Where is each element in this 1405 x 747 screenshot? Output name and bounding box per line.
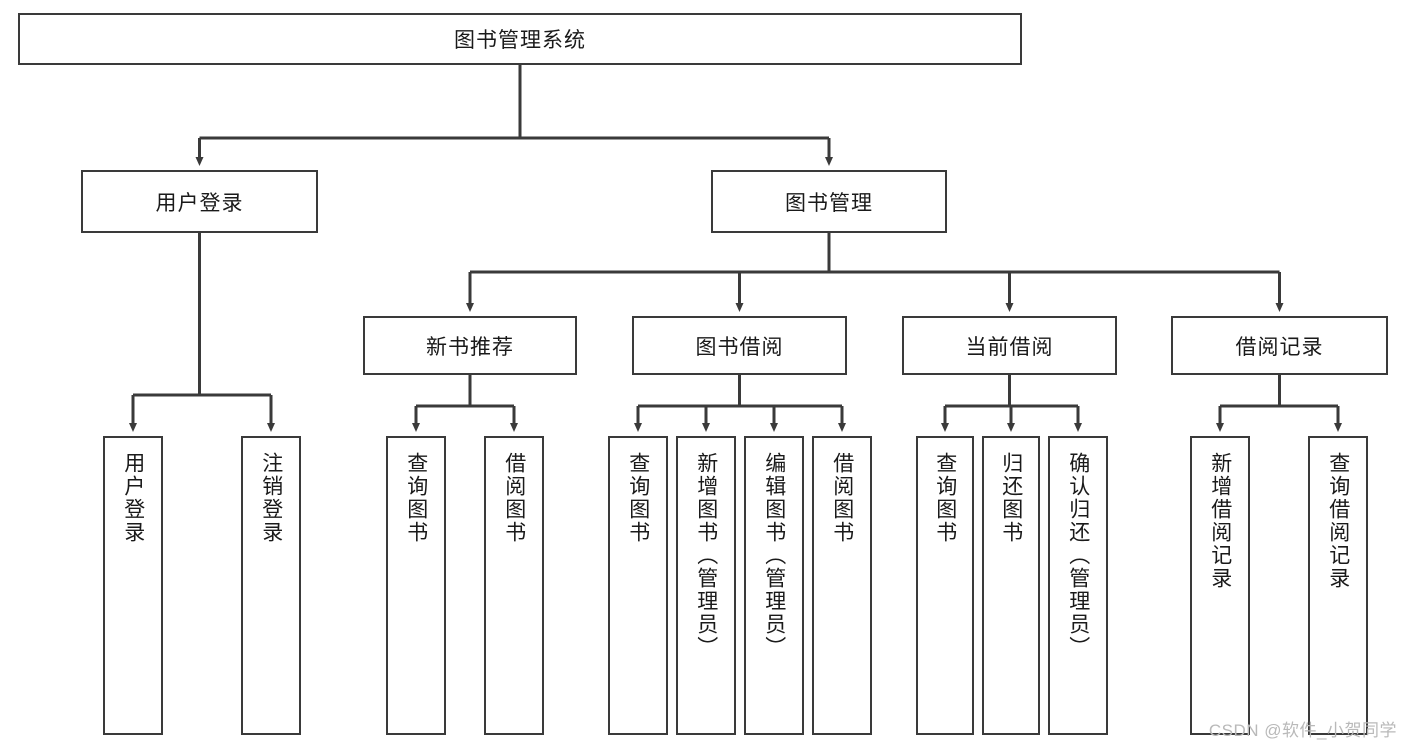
node-book-borrow: 图书借阅 xyxy=(632,316,847,375)
node-user-login: 用户登录 xyxy=(81,170,318,233)
node-label: 确认归还（管理员） xyxy=(1066,452,1090,659)
node-label: 新增借阅记录 xyxy=(1208,452,1232,590)
node-leaf-rec-query-book: 查询图书 xyxy=(386,436,446,735)
node-leaf-user-login: 用户登录 xyxy=(103,436,163,735)
node-leaf-cb-return-book: 归还图书 xyxy=(982,436,1040,735)
node-current-borrow: 当前借阅 xyxy=(902,316,1117,375)
node-label: 查询图书 xyxy=(933,452,957,544)
node-leaf-br-query-record: 查询借阅记录 xyxy=(1308,436,1368,735)
node-root: 图书管理系统 xyxy=(18,13,1022,65)
node-label: 借阅图书 xyxy=(830,452,854,544)
node-label: 图书管理系统 xyxy=(454,29,586,52)
node-book-manage: 图书管理 xyxy=(711,170,947,233)
node-label: 用户登录 xyxy=(121,452,145,544)
node-leaf-logout: 注销登录 xyxy=(241,436,301,735)
node-label: 新增图书（管理员） xyxy=(694,452,718,659)
node-borrow-record: 借阅记录 xyxy=(1171,316,1388,375)
node-label: 图书管理 xyxy=(785,191,873,215)
node-leaf-cb-query-book: 查询图书 xyxy=(916,436,974,735)
node-leaf-bb-edit-book: 编辑图书（管理员） xyxy=(744,436,804,735)
node-label: 注销登录 xyxy=(259,452,283,544)
node-leaf-bb-borrow-book: 借阅图书 xyxy=(812,436,872,735)
watermark: CSDN @软件_小贺同学 xyxy=(1208,721,1397,740)
node-label: 归还图书 xyxy=(999,452,1023,544)
node-leaf-br-add-record: 新增借阅记录 xyxy=(1190,436,1250,735)
node-label: 查询借阅记录 xyxy=(1326,452,1350,590)
node-leaf-bb-query-book: 查询图书 xyxy=(608,436,668,735)
node-label: 图书借阅 xyxy=(695,335,784,359)
node-label: 当前借阅 xyxy=(965,335,1054,359)
node-new-book-rec: 新书推荐 xyxy=(363,316,577,375)
node-label: 借阅图书 xyxy=(502,452,526,544)
node-leaf-rec-borrow-book: 借阅图书 xyxy=(484,436,544,735)
node-label: 编辑图书（管理员） xyxy=(762,452,786,659)
node-label: 借阅记录 xyxy=(1235,335,1324,359)
node-label: 用户登录 xyxy=(155,191,244,215)
node-label: 新书推荐 xyxy=(426,335,514,359)
node-label: 查询图书 xyxy=(404,452,428,544)
node-label: 查询图书 xyxy=(626,452,650,544)
node-leaf-cb-confirm-return: 确认归还（管理员） xyxy=(1048,436,1108,735)
node-leaf-bb-add-book: 新增图书（管理员） xyxy=(676,436,736,735)
